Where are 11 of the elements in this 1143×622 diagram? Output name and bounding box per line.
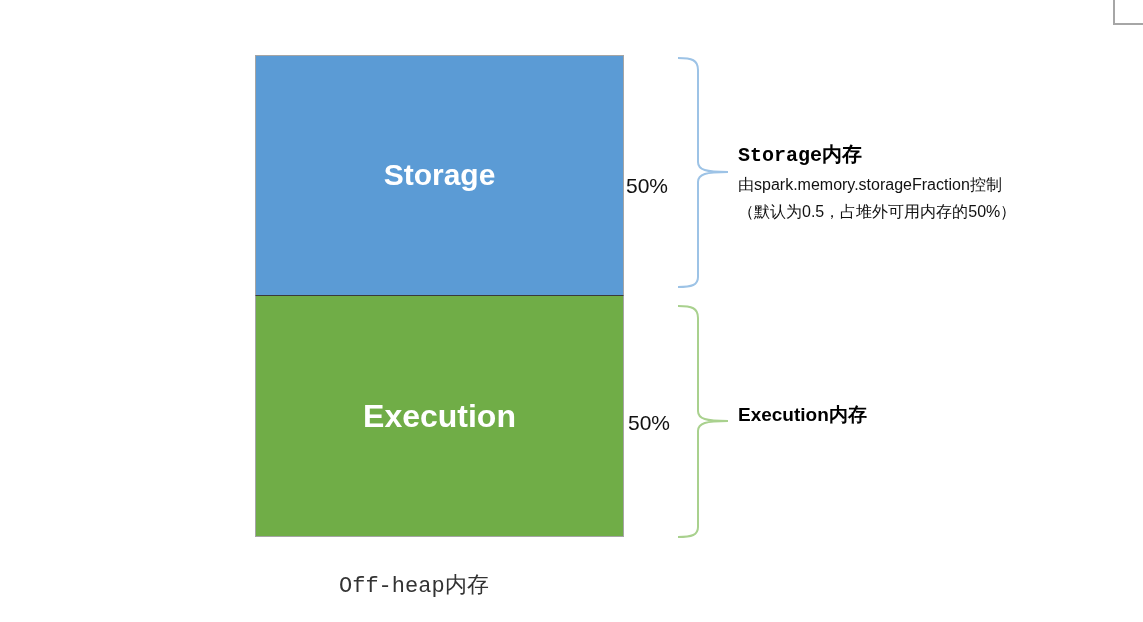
region-heading: Execution内存 bbox=[738, 403, 867, 427]
region-label: Execution bbox=[363, 397, 516, 436]
diagram-caption: Off-heap内存 bbox=[339, 573, 489, 601]
description-text: 由spark.memory.storageFraction控制 bbox=[738, 175, 1003, 195]
region-label: Storage bbox=[383, 156, 496, 193]
description-text: （默认为0.5，占堆外可用内存的50%） bbox=[738, 202, 1017, 222]
memory-region-box bbox=[255, 296, 624, 537]
memory-region-box bbox=[255, 55, 624, 296]
region-heading: Storage内存 bbox=[738, 143, 863, 169]
percentage-label: 50% bbox=[628, 410, 671, 436]
percentage-label: 50% bbox=[626, 173, 669, 199]
